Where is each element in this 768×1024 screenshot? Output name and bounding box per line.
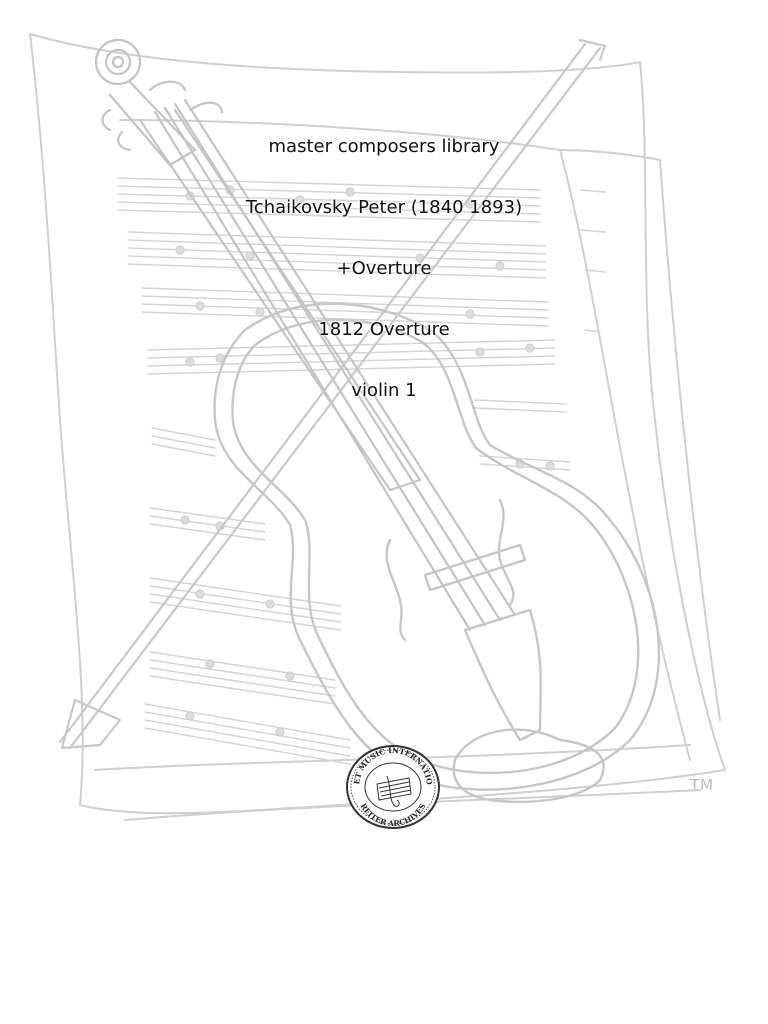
- work-category: +Overture: [336, 258, 432, 279]
- series-title: master composers library: [268, 136, 500, 157]
- instrument-part: violin 1: [351, 380, 417, 401]
- work-title: 1812 Overture: [318, 319, 450, 340]
- composer-name: Tchaikovsky Peter (1840 1893): [245, 197, 523, 218]
- archive-seal-icon: SHEET MUSIC INTERNATIONAL REITER ARCHIVE…: [343, 744, 440, 829]
- artist-mark: TM: [690, 776, 715, 794]
- violin-bow-icon: [58, 38, 607, 750]
